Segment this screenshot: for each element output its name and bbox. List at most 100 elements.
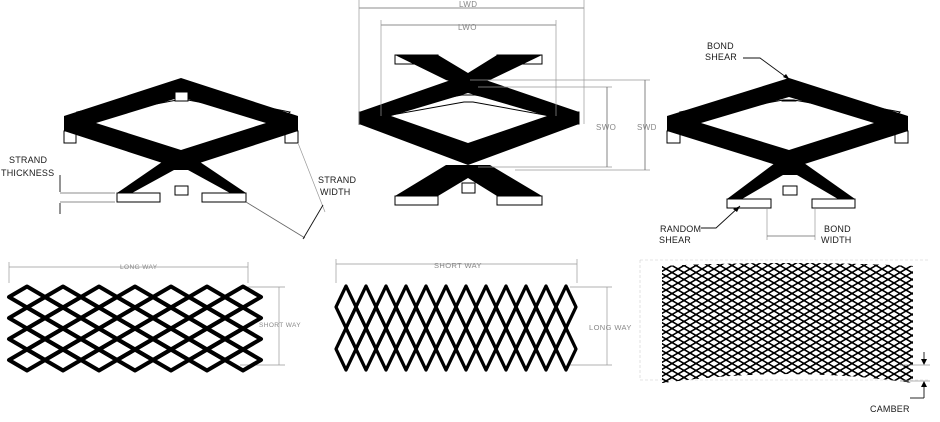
mesh-diamond (791, 303, 805, 312)
mesh-diamond (662, 264, 667, 274)
mesh-diamond (930, 280, 940, 287)
mesh-diamond (924, 276, 936, 283)
mesh-diamond (833, 299, 847, 309)
mesh-diamond (857, 348, 871, 358)
mesh-diamond (918, 287, 930, 294)
mesh-diamond (930, 322, 940, 329)
mesh-diamond (918, 329, 930, 336)
mesh-diamond (839, 282, 853, 291)
mesh-diamond (767, 282, 781, 291)
mesh-diamond (851, 352, 865, 361)
mesh-diamond (707, 338, 721, 347)
mesh-diamond (875, 317, 889, 326)
mesh-diamond (809, 334, 823, 344)
mesh-diamond (863, 331, 877, 340)
bond-shear-label-2: SHEAR (705, 52, 737, 62)
mesh-diamond (803, 359, 817, 368)
mesh-diamond (695, 359, 709, 368)
mesh-diamond (893, 313, 907, 323)
mesh-diamond (7, 284, 47, 310)
mesh-diamond (767, 366, 781, 375)
mesh-diamond (725, 306, 739, 316)
mesh-diamond (701, 292, 715, 302)
mesh-diamond (857, 263, 871, 267)
mesh-diamond (79, 326, 119, 352)
mesh-diamond (761, 264, 775, 274)
mesh-diamond (677, 278, 691, 288)
strand-width-label-2: WIDTH (320, 187, 351, 197)
mesh-diamond (857, 264, 871, 274)
mesh-diamond (151, 305, 191, 331)
mesh-diamond (707, 275, 721, 284)
mesh-diamond (749, 327, 763, 337)
mesh-diamond (773, 327, 787, 337)
mesh-diamond (839, 366, 853, 375)
mesh-diamond (797, 278, 811, 288)
mesh-diamond (671, 289, 685, 298)
mesh-diamond (719, 268, 733, 277)
mesh-diamond (671, 282, 685, 291)
mesh-diamond (737, 271, 751, 281)
mesh-diamond (905, 278, 913, 288)
mesh-diamond (791, 310, 805, 319)
mesh-diamond (899, 324, 913, 333)
mesh-diamond (899, 317, 913, 326)
mesh-diamond (821, 292, 835, 302)
mesh-diamond (731, 263, 745, 270)
mesh-diamond (893, 341, 907, 351)
mesh-diamond (695, 331, 709, 340)
mesh-diamond (454, 284, 478, 330)
mesh-diamond (773, 348, 787, 358)
mesh-diamond (893, 278, 907, 288)
mesh-diamond (851, 359, 865, 368)
mesh-diamond (887, 282, 901, 291)
mesh-diamond (785, 348, 799, 358)
mesh-diamond (905, 320, 913, 330)
mesh-diamond (930, 329, 940, 336)
mesh-diamond (743, 317, 757, 326)
mesh-diamond (881, 341, 895, 351)
mesh-diamond (833, 285, 847, 295)
mesh-diamond (905, 306, 913, 316)
mesh-diamond (713, 313, 727, 323)
mesh-diamond (875, 324, 889, 333)
mesh-diamond (911, 268, 913, 277)
mesh-diamond (743, 359, 757, 368)
mesh-diamond (701, 362, 715, 372)
mesh-diamond (803, 289, 817, 298)
mesh-diamond (815, 317, 829, 326)
mesh-diamond (767, 324, 781, 333)
mesh-diamond (707, 289, 721, 298)
mesh-diamond (851, 380, 865, 383)
mesh-diamond (662, 345, 673, 354)
mesh-diamond (749, 348, 763, 358)
mesh-diamond (25, 316, 65, 341)
mesh-diamond (719, 324, 733, 333)
long-way-mesh (7, 284, 263, 373)
mesh-diamond (719, 296, 733, 305)
mesh-diamond (719, 345, 733, 354)
mesh-diamond (701, 313, 715, 323)
mesh-diamond (881, 348, 895, 358)
mesh-diamond (737, 264, 751, 274)
mesh-diamond (115, 347, 155, 373)
mesh-diamond (514, 326, 538, 372)
mesh-diamond (839, 289, 853, 298)
mesh-diamond (187, 347, 227, 373)
mesh-diamond (683, 359, 697, 368)
mesh-diamond (881, 320, 895, 330)
mesh-diamond (79, 347, 119, 373)
mesh-diamond (677, 264, 691, 274)
mesh-diamond (731, 317, 745, 326)
mesh-diamond (761, 320, 775, 330)
mesh-diamond (737, 299, 751, 309)
mesh-diamond (791, 282, 805, 291)
mesh-diamond (665, 334, 679, 344)
mesh-diamond (761, 285, 775, 295)
mesh-diamond (767, 310, 781, 319)
mesh-diamond (713, 278, 727, 288)
mesh-diamond (683, 282, 697, 291)
mesh-diamond (785, 285, 799, 295)
mesh-diamond (725, 348, 739, 358)
mesh-diamond (815, 359, 829, 368)
